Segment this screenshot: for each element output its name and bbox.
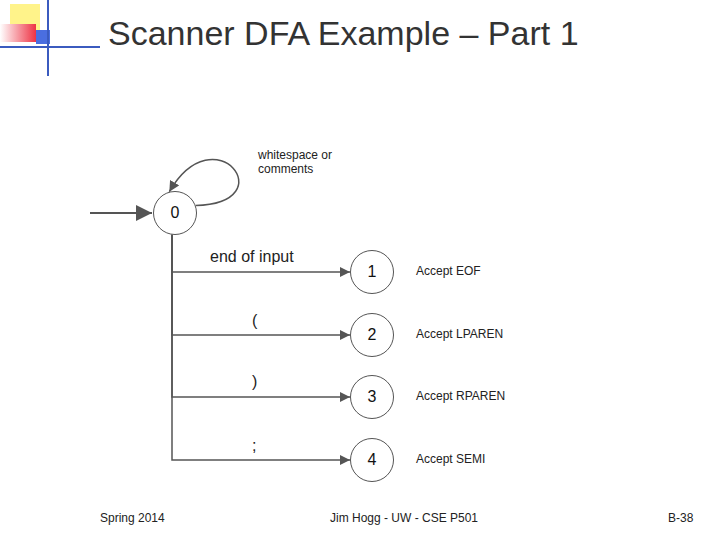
accept-note: Accept LPAREN [416,327,503,341]
transition-label: ( [252,312,257,330]
state-number: 2 [368,326,377,344]
transition-arrow [172,235,350,272]
state-circle: 0 [153,191,197,235]
accept-note: Accept EOF [416,264,481,278]
state-number: 0 [171,204,180,222]
transition-label: end of input [210,248,294,266]
state-number: 4 [368,451,377,469]
transition-arrow [172,235,350,397]
state-number: 3 [368,388,377,406]
state-circle: 4 [350,438,394,482]
transition-label: ; [252,437,256,455]
slide-title: Scanner DFA Example – Part 1 [108,14,579,53]
start-arrow [90,212,152,214]
transition-label: whitespace or comments [258,148,358,177]
footer-author: Jim Hogg - UW - CSE P501 [330,511,478,525]
rule-horizontal [0,46,100,48]
state-circle: 2 [350,313,394,357]
transition-arrow [172,235,350,460]
accept-note: Accept SEMI [416,452,485,466]
accept-note: Accept RPAREN [416,389,505,403]
footer-date: Spring 2014 [100,511,165,525]
transition-arrow [172,235,350,335]
state-circle: 1 [350,250,394,294]
state-circle: 3 [350,375,394,419]
page-number: B-38 [668,511,693,525]
transition-label: ) [252,373,257,391]
state-number: 1 [368,263,377,281]
rule-vertical [47,0,49,76]
red-bar [0,24,36,42]
